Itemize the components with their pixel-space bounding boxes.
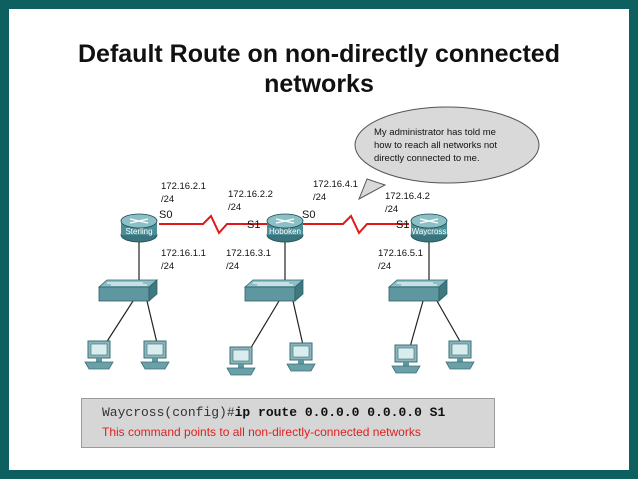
- address-mask: /24: [161, 194, 174, 205]
- router-label-waycross: Waycross: [412, 227, 447, 236]
- address-ip: 172.16.2.2: [228, 189, 273, 200]
- address-ip: 172.16.2.1: [161, 181, 206, 192]
- interface-label-waycross-s1: S1: [396, 219, 409, 231]
- switch-sterling-lan: [98, 279, 158, 302]
- interface-label-hoboken-s0: S0: [302, 209, 315, 221]
- address-ip: 172.16.4.2: [385, 191, 430, 202]
- address-label-172-16-2-1: 172.16.2.1 /24: [161, 181, 206, 205]
- pc-sterling-2: [140, 340, 170, 370]
- pc-waycross-2: [445, 340, 475, 370]
- address-ip: 172.16.1.1: [161, 248, 206, 259]
- serial-link-sterling-hoboken: [159, 214, 267, 235]
- switch-hoboken-lan: [244, 279, 304, 302]
- command-box: Waycross(config)#ip route 0.0.0.0 0.0.0.…: [81, 398, 495, 448]
- command-args: 0.0.0.0 0.0.0.0 S1: [297, 405, 446, 420]
- router-label-sterling: Sterling: [125, 227, 152, 236]
- address-label-172-16-5-1: 172.16.5.1 /24: [378, 248, 423, 272]
- slide-title: Default Route on non-directly connected …: [9, 39, 629, 99]
- slide: Default Route on non-directly connected …: [9, 9, 629, 470]
- bubble-line-1: My administrator has told me: [374, 127, 496, 138]
- switch-waycross-lan: [388, 279, 448, 302]
- pc-waycross-1: [391, 344, 421, 374]
- address-label-172-16-4-2: 172.16.4.2 /24: [385, 191, 430, 215]
- network-diagram: My administrator has told me how to reac…: [84, 106, 540, 376]
- address-mask: /24: [226, 261, 239, 272]
- address-ip: 172.16.4.1: [313, 179, 358, 190]
- address-ip: 172.16.5.1: [378, 248, 423, 259]
- command-line: Waycross(config)#ip route 0.0.0.0 0.0.0.…: [102, 405, 445, 420]
- bubble-line-2: how to reach all networks not: [374, 140, 497, 151]
- pc-hoboken-1: [226, 346, 256, 376]
- address-mask: /24: [385, 204, 398, 215]
- address-label-172-16-4-1: 172.16.4.1 /24: [313, 179, 358, 203]
- command-note: This command points to all non-directly-…: [102, 425, 421, 439]
- pc-hoboken-2: [286, 342, 316, 372]
- speech-bubble: My administrator has told me how to reac…: [354, 106, 540, 201]
- router-waycross: Waycross: [410, 213, 448, 243]
- address-mask: /24: [378, 261, 391, 272]
- router-hoboken: Hoboken: [266, 213, 304, 243]
- interface-label-sterling-s0: S0: [159, 209, 172, 221]
- bubble-line-3: directly connected to me.: [374, 153, 480, 164]
- pc-sterling-1: [84, 340, 114, 370]
- address-mask: /24: [228, 202, 241, 213]
- address-mask: /24: [161, 261, 174, 272]
- serial-link-hoboken-waycross: [301, 214, 409, 235]
- title-line-1: Default Route on non-directly connected: [78, 40, 560, 68]
- router-sterling: Sterling: [120, 213, 158, 243]
- router-label-hoboken: Hoboken: [269, 227, 301, 236]
- title-line-2: networks: [264, 70, 374, 98]
- address-label-172-16-3-1: 172.16.3.1 /24: [226, 248, 271, 272]
- interface-label-hoboken-s1: S1: [247, 219, 260, 231]
- command-keyword: ip route: [234, 405, 298, 420]
- address-label-172-16-2-2: 172.16.2.2 /24: [228, 189, 273, 213]
- address-label-172-16-1-1: 172.16.1.1 /24: [161, 248, 206, 272]
- command-prompt: Waycross(config)#: [102, 405, 235, 420]
- address-ip: 172.16.3.1: [226, 248, 271, 259]
- address-mask: /24: [313, 192, 326, 203]
